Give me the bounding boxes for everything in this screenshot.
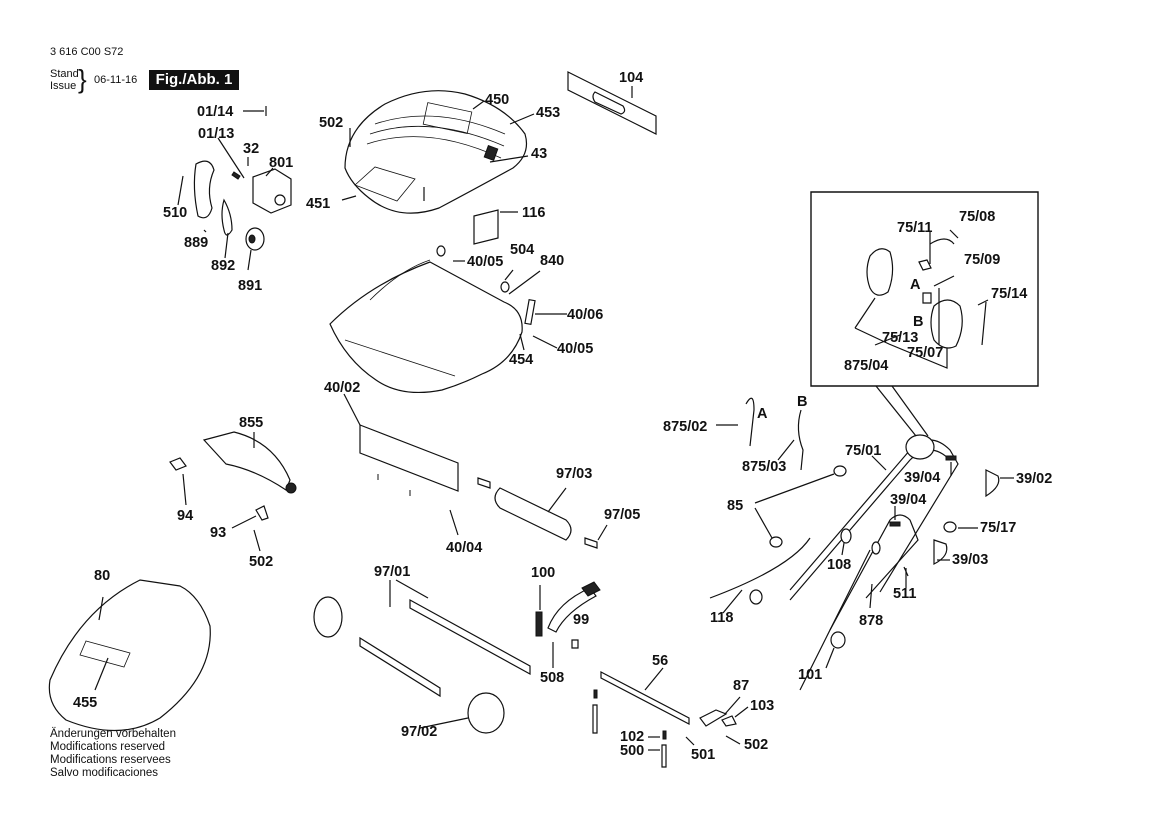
- brace-symbol: }: [78, 64, 87, 94]
- chassis-housing: [330, 246, 567, 392]
- callout-502-bottom: 502: [744, 737, 769, 753]
- callout-40-05-top: 40/05: [467, 254, 504, 270]
- callout-39-04-upper: 39/04: [904, 470, 941, 486]
- callout-511: 511: [893, 586, 917, 602]
- callout-508: 508: [540, 670, 565, 686]
- callout-889: 889: [184, 235, 209, 251]
- callout-102: 102: [620, 729, 645, 745]
- callout-56: 56: [652, 653, 669, 669]
- callout-453: 453: [536, 105, 561, 121]
- switch-inset-box: [811, 192, 1038, 386]
- callout-01-13: 01/13: [198, 126, 235, 142]
- callout-99: 99: [573, 612, 590, 628]
- motor-assembly: [178, 106, 291, 270]
- callout-94: 94: [177, 508, 194, 524]
- callout-b: B: [797, 394, 808, 410]
- axle-frame: [314, 580, 600, 733]
- callout-875-02: 875/02: [663, 419, 708, 435]
- callout-40-04: 40/04: [446, 540, 483, 556]
- handle-assembly: [710, 386, 1014, 690]
- callout-100: 100: [531, 565, 556, 581]
- callout-510: 510: [163, 205, 188, 221]
- callout-75-17: 75/17: [980, 520, 1017, 536]
- callout-103: 103: [750, 698, 775, 714]
- callout-878: 878: [859, 613, 884, 629]
- callout-892: 892: [211, 258, 236, 274]
- stand-label: Stand: [50, 68, 79, 80]
- callout-502-top: 502: [319, 115, 344, 131]
- bracket-855: [170, 432, 296, 551]
- callout-502-left: 502: [249, 554, 274, 570]
- callout-97-05: 97/05: [604, 507, 641, 523]
- callout-504: 504: [510, 242, 535, 258]
- callout-450: 450: [485, 92, 510, 108]
- document-number: 3 616 C00 S72: [50, 46, 124, 58]
- callout-40-06: 40/06: [567, 307, 604, 323]
- callout-01-14: 01/14: [197, 104, 234, 120]
- cutter-blade-56: [593, 668, 748, 767]
- callout-75-01: 75/01: [845, 443, 882, 459]
- callout-875-04: 875/04: [844, 358, 889, 374]
- roller-97-03: [478, 478, 607, 548]
- callout-75-14: 75/14: [991, 286, 1028, 302]
- callout-39-03: 39/03: [952, 552, 989, 568]
- callout-32: 32: [243, 141, 260, 157]
- filter-116: [474, 210, 518, 244]
- callout-39-04-lower: 39/04: [890, 492, 927, 508]
- callout-93: 93: [210, 525, 227, 541]
- callout-40-02: 40/02: [324, 380, 361, 396]
- callout-a-inset: A: [910, 277, 921, 293]
- issue-label: Issue: [50, 80, 77, 92]
- callout-875-03: 875/03: [742, 459, 787, 475]
- callout-b-inset: B: [913, 314, 924, 330]
- callout-840: 840: [540, 253, 565, 269]
- callout-40-05-bottom: 40/05: [557, 341, 594, 357]
- guard-40-02: [344, 394, 458, 535]
- callout-118: 118: [710, 610, 734, 626]
- callout-104: 104: [619, 70, 644, 86]
- callout-116: 116: [522, 205, 546, 221]
- plate-104: [568, 72, 656, 134]
- callout-855: 855: [239, 415, 264, 431]
- grass-bag-80: [49, 580, 210, 731]
- figure-badge: Fig./Abb. 1: [149, 70, 239, 90]
- callout-891: 891: [238, 278, 263, 294]
- note-fr: Modifications reservees: [50, 754, 171, 766]
- callout-75-08: 75/08: [959, 209, 996, 225]
- callout-75-13: 75/13: [882, 330, 919, 346]
- callout-500: 500: [620, 743, 645, 759]
- callout-97-03: 97/03: [556, 466, 593, 482]
- callout-108: 108: [827, 557, 852, 573]
- callout-455: 455: [73, 695, 98, 711]
- callout-501: 501: [691, 747, 716, 763]
- callout-97-02: 97/02: [401, 724, 438, 740]
- callout-87: 87: [733, 678, 750, 694]
- callout-75-07: 75/07: [907, 345, 944, 361]
- callout-101: 101: [798, 667, 823, 683]
- callout-75-09: 75/09: [964, 252, 1001, 268]
- hood-cover: [342, 91, 534, 213]
- callout-454: 454: [509, 352, 534, 368]
- issue-date: 06-11-16: [94, 74, 138, 86]
- callout-a: A: [757, 406, 768, 422]
- callout-97-01: 97/01: [374, 564, 411, 580]
- callout-451: 451: [306, 196, 331, 212]
- callout-85: 85: [727, 498, 744, 514]
- callout-43: 43: [531, 146, 548, 162]
- callout-80: 80: [94, 568, 111, 584]
- callout-801: 801: [269, 155, 294, 171]
- note-en: Modifications reserved: [50, 741, 166, 753]
- note-es: Salvo modificaciones: [50, 767, 159, 779]
- note-de: Änderungen vorbehalten: [50, 728, 176, 740]
- callout-75-11: 75/11: [897, 220, 933, 236]
- callout-39-02: 39/02: [1016, 471, 1053, 487]
